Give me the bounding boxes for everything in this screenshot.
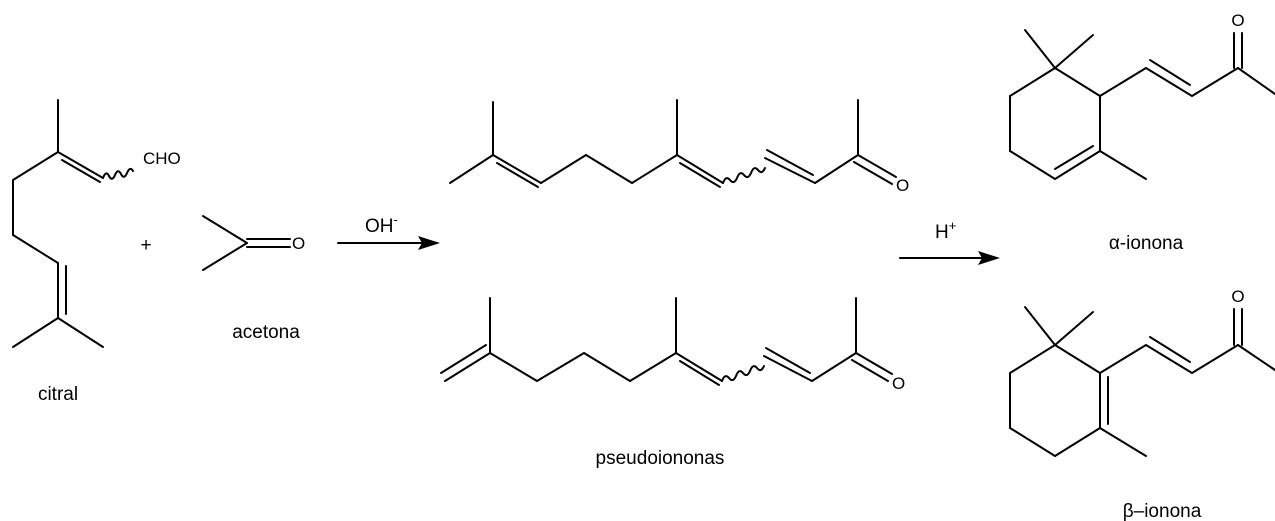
acetona-structure: O bbox=[202, 215, 305, 271]
pseudoionone-bottom-structure: O bbox=[440, 297, 905, 393]
pseudoiononas-label: pseudoiononas bbox=[596, 448, 725, 469]
pseudoionone-top-oxygen: O bbox=[896, 176, 909, 195]
hydroxide-reagent: OH- bbox=[365, 212, 398, 237]
citral-cho-label: CHO bbox=[143, 149, 181, 168]
citral-label: citral bbox=[38, 384, 78, 405]
alpha-ionona-structure: O bbox=[1009, 11, 1275, 180]
acetona-label: acetona bbox=[232, 322, 300, 343]
wavy-bond bbox=[721, 365, 765, 382]
reaction-arrow-2 bbox=[899, 251, 1000, 265]
reaction-arrow-1 bbox=[337, 236, 440, 250]
acid-reagent: H+ bbox=[935, 218, 956, 243]
alpha-ionona-label: α-ionona bbox=[1109, 233, 1184, 254]
alpha-ionona-oxygen: O bbox=[1231, 11, 1244, 30]
pseudoionone-bottom-oxygen: O bbox=[892, 374, 905, 393]
pseudoionone-top-structure: O bbox=[449, 99, 909, 195]
acetona-oxygen: O bbox=[292, 234, 305, 253]
plus-sign: + bbox=[140, 235, 151, 256]
beta-ionona-oxygen: O bbox=[1231, 287, 1244, 306]
wavy-bond bbox=[722, 167, 766, 184]
wavy-bond bbox=[102, 167, 134, 180]
citral-structure: CHO bbox=[12, 99, 181, 348]
beta-ionona-label: β–ionona bbox=[1123, 501, 1202, 521]
beta-ionona-structure: O bbox=[1009, 287, 1275, 457]
